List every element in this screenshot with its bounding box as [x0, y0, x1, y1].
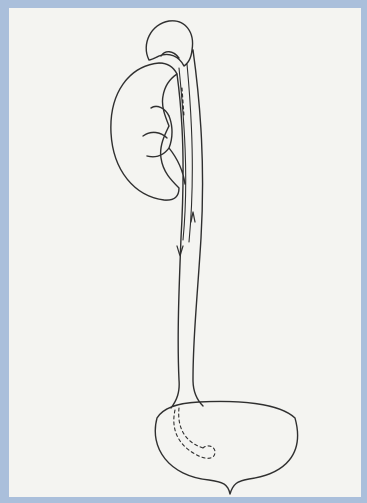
renal-calyx-lower [147, 148, 169, 157]
kidney-outline [111, 63, 179, 200]
ureter-left-wall [171, 74, 183, 408]
adrenal-gland [146, 21, 192, 66]
renal-calyx-upper [151, 106, 169, 116]
bladder-stent-curl [174, 410, 215, 458]
ureter-right-wall [193, 50, 203, 406]
stent-line-right [187, 64, 192, 242]
urinary-tract-diagram [9, 8, 361, 497]
figure-paper [9, 8, 361, 497]
bladder-outline [155, 401, 297, 494]
bladder-stent-line [179, 408, 203, 448]
